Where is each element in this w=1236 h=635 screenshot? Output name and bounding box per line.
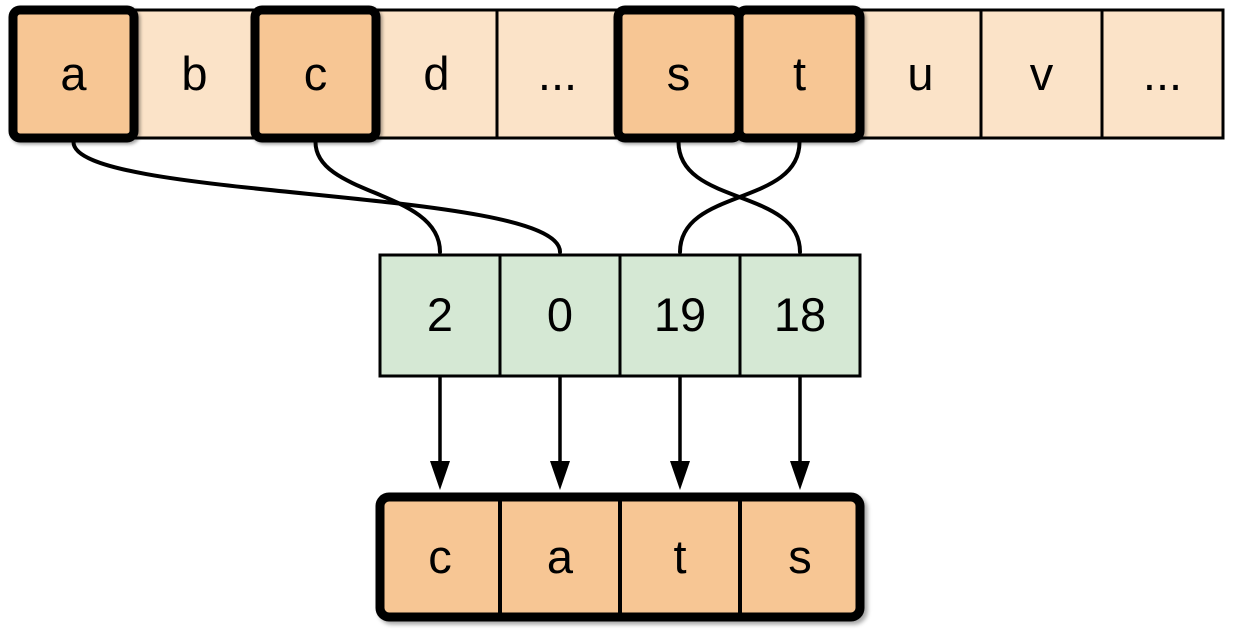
alphabet-cell-label-a: a bbox=[60, 47, 87, 100]
alphabet-cell-box-v bbox=[979, 8, 1104, 140]
connector-a-to-0 bbox=[71, 140, 562, 254]
result-cell-label-t: t bbox=[673, 530, 686, 583]
index-to-letter-arrows bbox=[430, 377, 810, 490]
alphabet-cell-box-a-highlighted bbox=[8, 5, 139, 143]
arrowhead-4 bbox=[790, 461, 810, 490]
alphabet-array: a b c d ... s t u v ... bbox=[8, 5, 1225, 143]
index-cell-box-2 bbox=[378, 253, 502, 378]
alphabet-cell-label-s: s bbox=[667, 47, 691, 100]
alphabet-cell-label-d: d bbox=[423, 47, 449, 100]
connector-c-to-2 bbox=[313, 140, 442, 254]
alphabet-cell-label-u: u bbox=[907, 47, 933, 100]
result-word-array: c a t s bbox=[375, 492, 865, 622]
letter-to-index-connectors bbox=[71, 140, 802, 254]
index-cell-value-0: 0 bbox=[547, 288, 573, 341]
index-cell-value-19: 19 bbox=[654, 288, 706, 341]
connector-t-to-19 bbox=[678, 140, 802, 254]
arrowhead-2 bbox=[550, 461, 570, 490]
index-array: 2 0 19 18 bbox=[378, 253, 862, 378]
alphabet-cell-label-t: t bbox=[793, 47, 806, 100]
index-cell-value-2: 2 bbox=[427, 288, 453, 341]
index-cell-value-18: 18 bbox=[774, 288, 826, 341]
alphabet-cell-label-ellipsis2: ... bbox=[1143, 47, 1182, 100]
arrowhead-1 bbox=[430, 461, 450, 490]
index-cell-box-18 bbox=[738, 253, 862, 378]
alphabet-cell-label-ellipsis1: ... bbox=[538, 47, 577, 100]
arrowhead-3 bbox=[670, 461, 690, 490]
alphabet-cell-box-ellipsis2 bbox=[1100, 8, 1225, 140]
result-cell-label-c: c bbox=[428, 530, 452, 583]
alphabet-cell-label-b: b bbox=[181, 47, 207, 100]
alphabet-cell-label-v: v bbox=[1030, 47, 1054, 100]
alphabet-cell-box-t-highlighted bbox=[734, 5, 865, 143]
result-cell-label-a: a bbox=[547, 530, 574, 583]
alphabet-cell-box-c-highlighted bbox=[250, 5, 381, 143]
alphabet-cell-box-ellipsis1 bbox=[495, 8, 620, 140]
alphabet-cell-box-d bbox=[374, 8, 499, 140]
result-cell-label-s: s bbox=[788, 530, 812, 583]
index-cell-box-0 bbox=[498, 253, 622, 378]
alphabet-cell-label-c: c bbox=[304, 47, 328, 100]
